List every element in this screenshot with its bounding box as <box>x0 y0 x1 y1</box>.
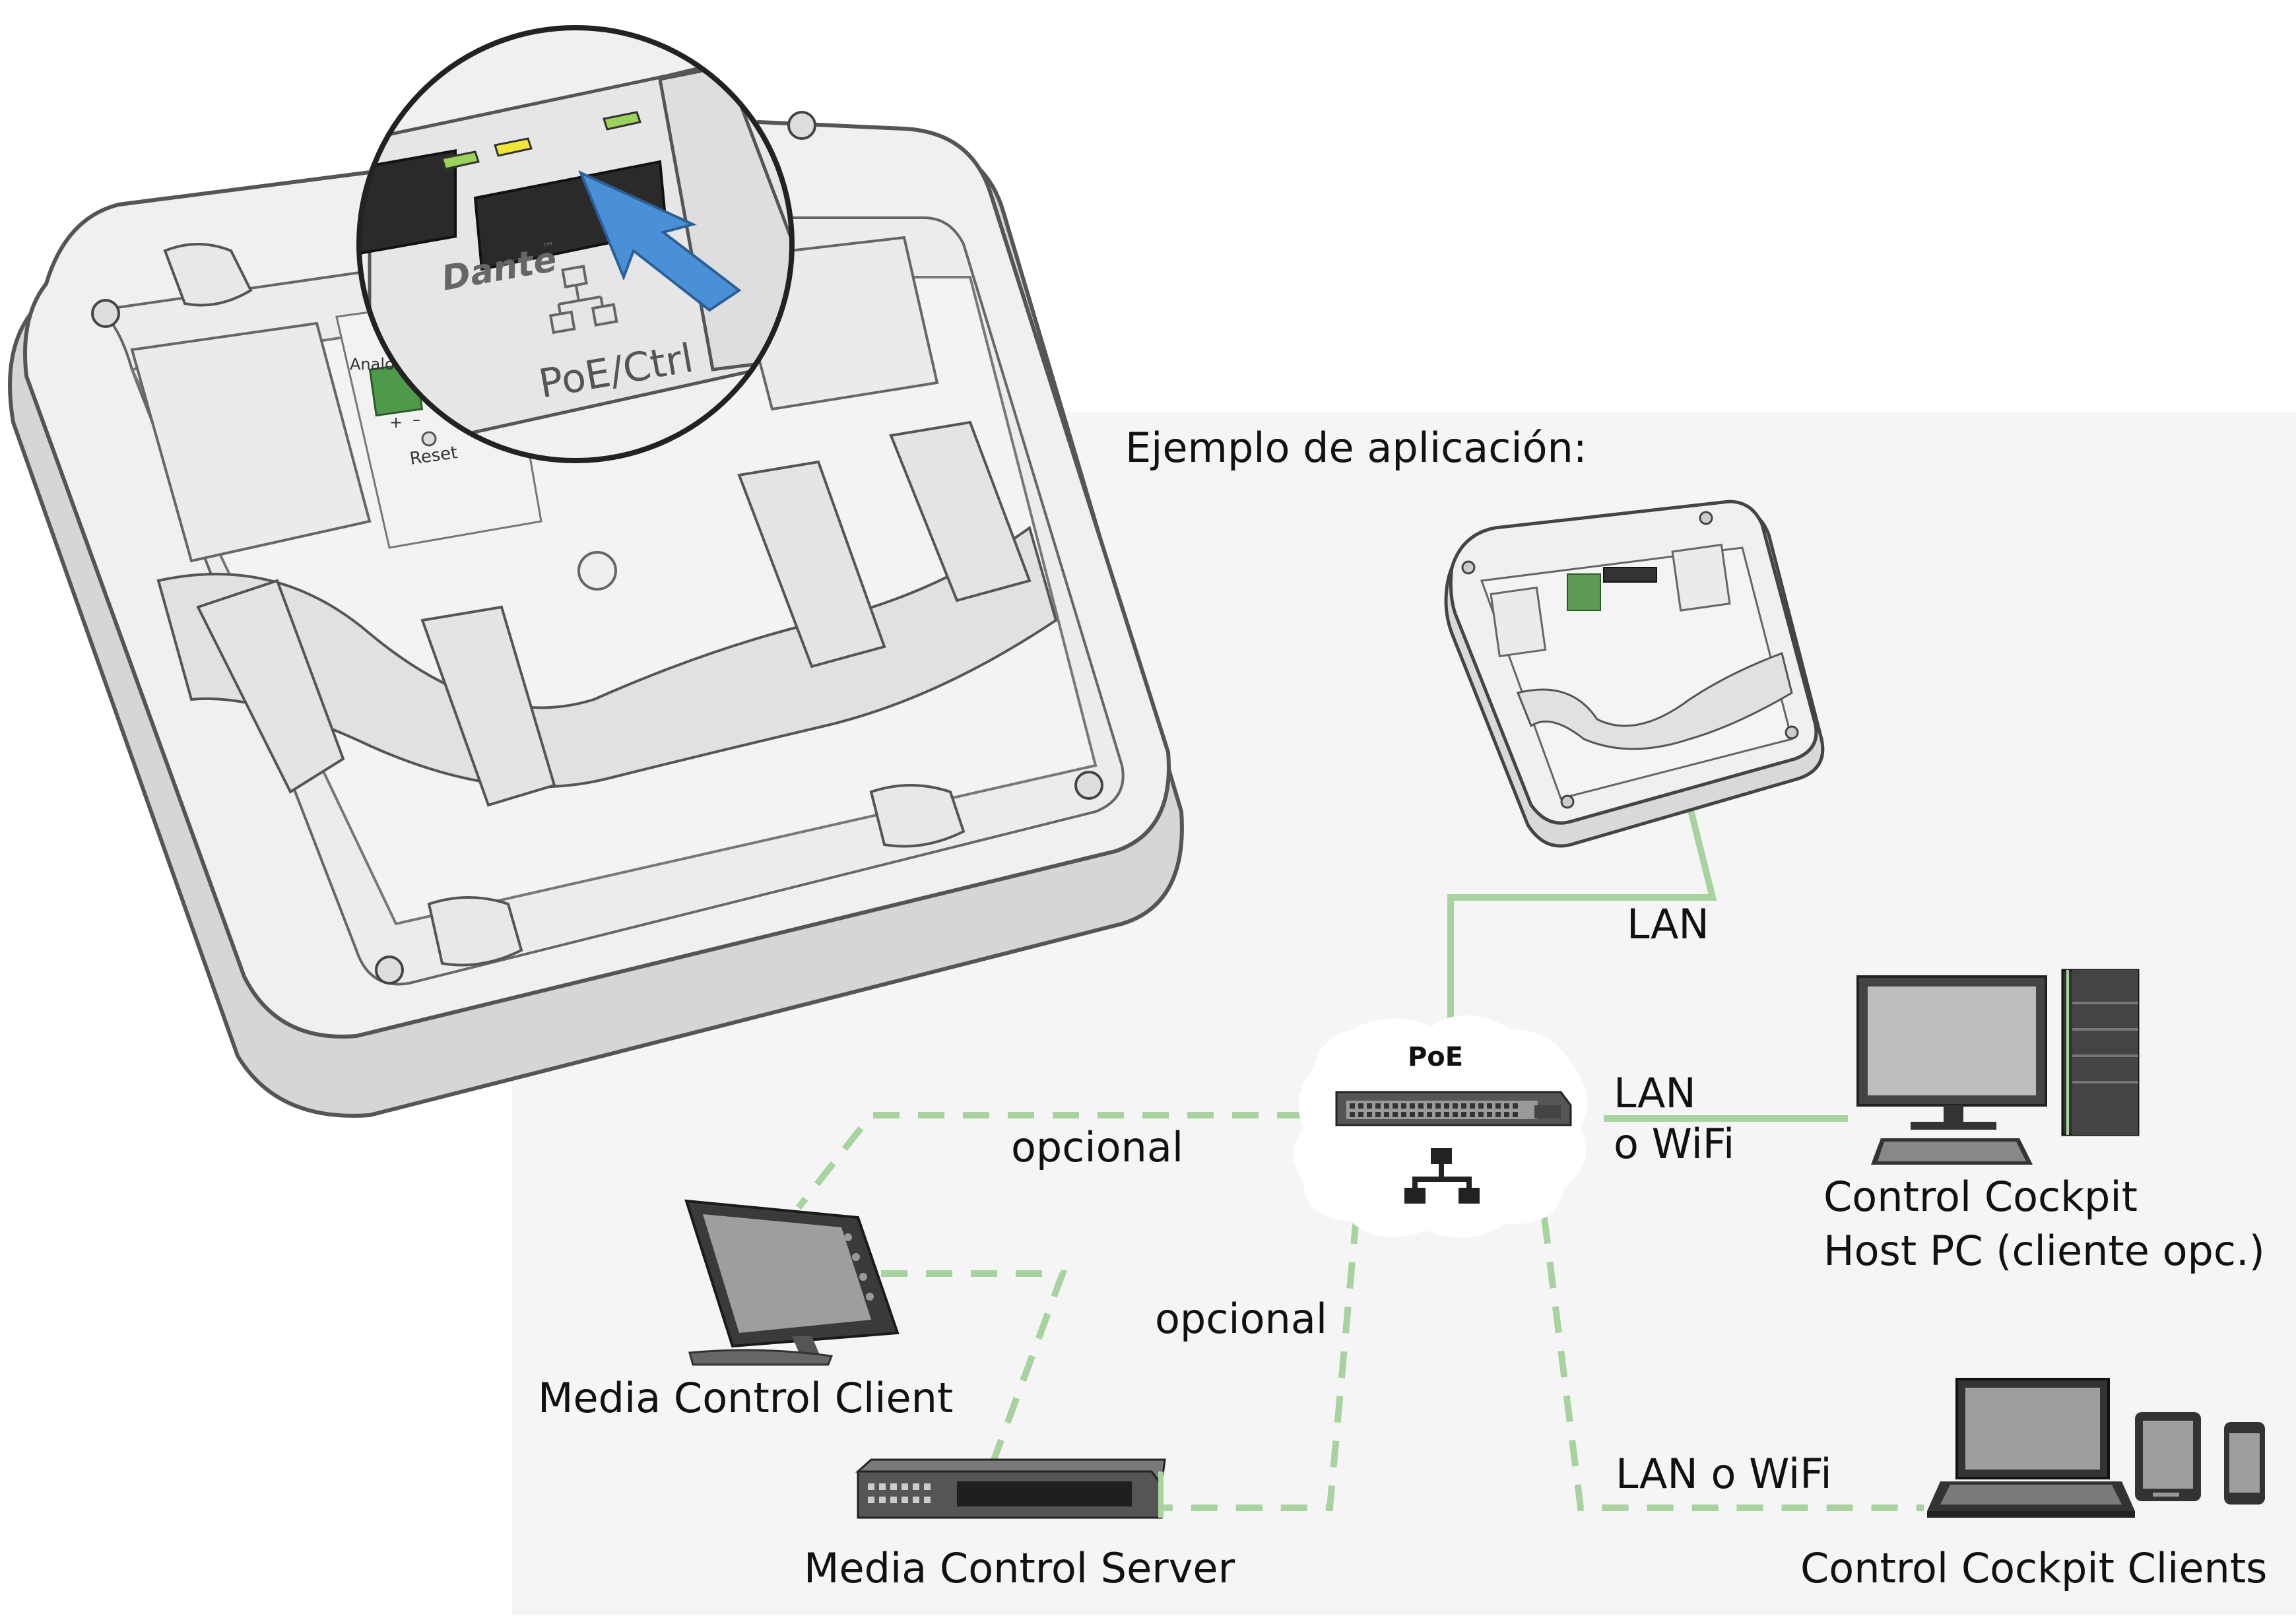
zoom-rj45-left <box>359 148 457 256</box>
label-lan-wifi-clients: LAN o WiFi <box>1616 1450 1832 1498</box>
media-control-server-icon <box>855 1458 1166 1519</box>
node-host-pc-line2: Host PC (cliente opc.) <box>1823 1227 2265 1275</box>
node-media-control-server: Media Control Server <box>804 1544 1235 1592</box>
node-control-cockpit-clients: Control Cockpit Clients <box>1800 1544 2268 1592</box>
dante-logo-tm: ™ <box>541 238 556 256</box>
link-lan-wifi-clients <box>1541 1217 1924 1511</box>
zoom-network-icon <box>548 265 618 335</box>
host-pc-icon <box>1856 969 2140 1165</box>
label-lan-host-line1: LAN <box>1614 1069 1696 1117</box>
label-lan-top: LAN <box>1627 900 1709 948</box>
ceiling-device-small <box>1444 500 1825 848</box>
label-optional-client: opcional <box>1011 1123 1184 1171</box>
node-media-control-client: Media Control Client <box>538 1374 954 1422</box>
label-lan-host-line2: o WiFi <box>1614 1120 1735 1168</box>
zoom-led-green-left <box>441 150 480 170</box>
node-host-pc-line1: Control Cockpit <box>1823 1173 2138 1221</box>
label-optional-server: opcional <box>1155 1295 1328 1343</box>
zoom-led-green-right <box>603 111 641 131</box>
switch-poe-label: PoE <box>1408 1042 1463 1072</box>
diagram-title: Ejemplo de aplicación: <box>1125 424 1587 472</box>
control-cockpit-clients-icon <box>1927 1378 2265 1518</box>
analog-label: Analo <box>350 355 395 373</box>
link-optional-client <box>796 1112 1303 1210</box>
poe-switch-icon <box>1335 1091 1572 1126</box>
polarity-minus: – <box>412 410 420 429</box>
polarity-plus: + <box>389 413 403 432</box>
reset-button <box>421 431 437 447</box>
zoom-led-yellow <box>494 137 533 157</box>
network-cloud: PoE <box>1294 1015 1587 1238</box>
media-control-client-icon <box>684 1199 900 1366</box>
zoom-callout: Dante ™ PoE/Ctrl <box>356 25 795 463</box>
network-topology-icon <box>1404 1148 1480 1204</box>
link-optional-server <box>1162 1217 1360 1511</box>
ceiling-device-large: Analo + – Reset <box>8 111 1184 1118</box>
zoom-arrow <box>578 170 742 312</box>
link-client-server <box>881 1270 1068 1463</box>
